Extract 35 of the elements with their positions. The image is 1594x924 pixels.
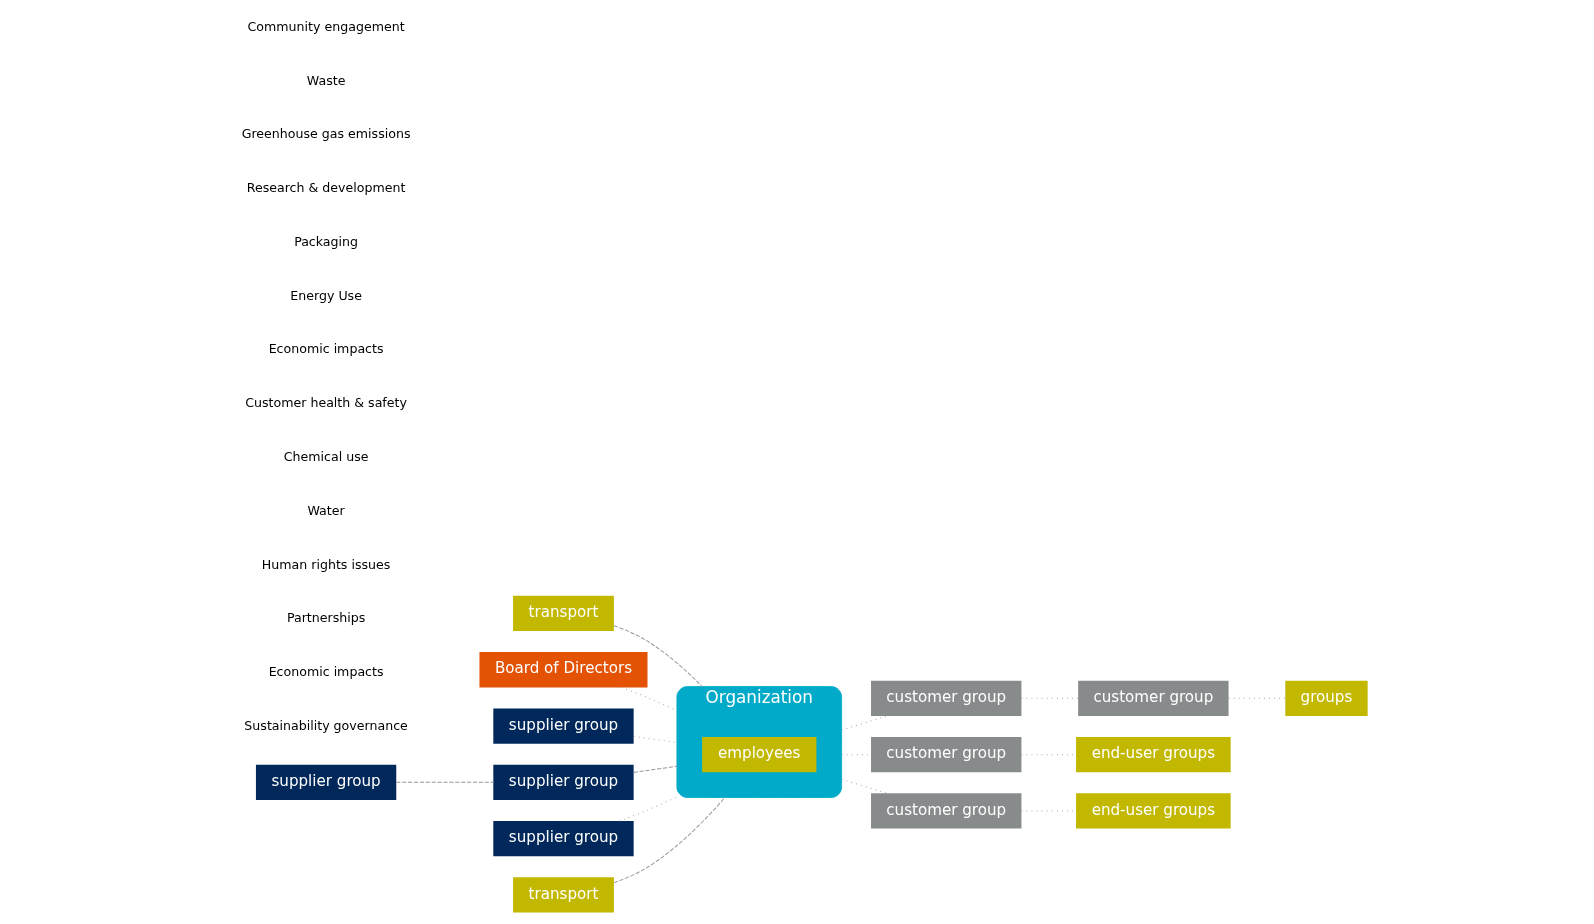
connector [613, 797, 725, 884]
node-box: supplier group [255, 764, 396, 800]
connector [618, 796, 677, 822]
label: Economic impacts [268, 664, 384, 680]
node-box: end-user groups [1075, 737, 1231, 773]
node-box: supplier group [492, 708, 634, 744]
connector [395, 781, 494, 783]
label: Sustainability governance [243, 717, 408, 733]
label: Economic impacts [268, 341, 384, 357]
node-box: supplier group [492, 764, 634, 800]
node-box: transport [512, 877, 614, 913]
label: Energy Use [289, 287, 362, 303]
connector [632, 735, 677, 744]
node-box: end-user groups [1075, 793, 1231, 829]
label: Greenhouse gas emissions [241, 126, 410, 142]
node-box: customer group [870, 737, 1021, 773]
connector [613, 625, 703, 688]
label: Water [306, 502, 345, 518]
node-box: supplier group [492, 821, 634, 857]
label: Waste [306, 72, 345, 88]
label: Packaging [293, 233, 358, 249]
label: Partnerships [286, 610, 365, 626]
node-box: customer group [870, 793, 1021, 829]
node-box: employees [701, 737, 816, 773]
label: Human rights issues [261, 556, 390, 572]
label: Customer health & safety [244, 395, 407, 411]
node-box: groups [1284, 680, 1368, 716]
label: Community engagement [247, 18, 405, 34]
node-box: transport [512, 595, 614, 632]
node-box: customer group [870, 680, 1021, 716]
label: Research & development [246, 180, 405, 196]
node-box: customer group [1077, 680, 1229, 716]
connector [632, 765, 677, 773]
node-box: Board of Directors [478, 652, 647, 688]
label: Chemical use [283, 448, 368, 464]
